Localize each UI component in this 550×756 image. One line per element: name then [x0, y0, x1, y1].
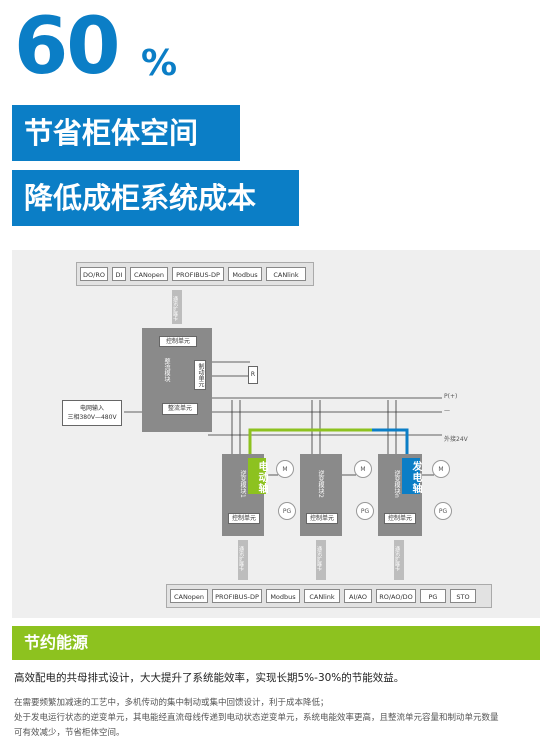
body-line-3: 可有效减少，节省柜体空间。: [14, 728, 125, 738]
rectifier-control-unit: 控制单元: [159, 336, 197, 347]
bottom-bus-ai-ao: AI/AO: [344, 589, 372, 603]
pg-2: PG: [356, 502, 374, 520]
rectifier-module-label: 整流模块: [163, 358, 170, 382]
energy-flow-blue: [372, 428, 409, 455]
inverter-module-2-label: 逆变模块2: [317, 470, 324, 498]
motor-axis-badge: 电动轴: [248, 458, 267, 494]
banner-save-space: 节省柜体空间: [12, 105, 240, 161]
motor-2: M: [354, 460, 372, 478]
brake-resistor: R: [248, 366, 258, 384]
bottom-bus-modbus: Modbus: [266, 589, 300, 603]
system-diagram: DO/RO DI CANopen PROFIBUS-DP Modbus CANl…: [12, 250, 540, 618]
inverter-module-n-label: 逆变模块n: [393, 470, 400, 498]
bottom-bus-ro-ao-do: RO/AO/DO: [376, 589, 416, 603]
bus-label-p: P(+): [444, 393, 458, 400]
bottom-comm-arrow-1: 通讯扩展卡: [238, 540, 248, 580]
inverter-module-1-label: 逆变模块1: [239, 470, 246, 498]
top-bus-modbus: Modbus: [228, 267, 262, 281]
inverter-n-control: 控制单元: [384, 513, 416, 524]
top-bus-do-ro: DO/RO: [80, 267, 108, 281]
power-input: 电网输入 三相380V—480V: [62, 400, 122, 426]
top-bus-di: DI: [112, 267, 126, 281]
pg-n: PG: [434, 502, 452, 520]
rectifier-unit: 整流单元: [162, 403, 198, 415]
brake-unit: 制动单元: [194, 360, 206, 390]
top-bus-canlink: CANlink: [266, 267, 306, 281]
section-header: 节约能源: [12, 626, 540, 660]
energy-flow-green: [248, 428, 372, 455]
motor-n: M: [432, 460, 450, 478]
headline-number: 60: [14, 2, 121, 92]
top-bus-profibus: PROFIBUS-DP: [172, 267, 224, 281]
section-title: 节约能源: [24, 633, 89, 652]
bottom-comm-arrow-n: 通讯扩展卡: [394, 540, 404, 580]
headline-unit: %: [141, 43, 178, 84]
inverter-1-control: 控制单元: [228, 513, 260, 524]
section-lead: 高效配电的共母排式设计，大大提升了系统能效率，实现长期5%-30%的节能效益。: [14, 672, 405, 684]
diagram-wiring: [124, 361, 442, 476]
bottom-bus-pg: PG: [420, 589, 446, 603]
top-comm-arrow: 通讯扩展卡: [172, 290, 182, 324]
inverter-2-control: 控制单元: [306, 513, 338, 524]
top-bus-canopen: CANopen: [130, 267, 168, 281]
bottom-comm-arrow-2: 通讯扩展卡: [316, 540, 326, 580]
bottom-bus-profibus: PROFIBUS-DP: [212, 589, 262, 603]
bus-label-n: —: [444, 407, 450, 414]
generator-axis-badge: 发电轴: [402, 458, 421, 494]
body-line-1: 在需要频繁加减速的工艺中，多机传动的集中制动或集中回馈设计，利于成本降低；: [14, 698, 329, 708]
section-body: 在需要频繁加减速的工艺中，多机传动的集中制动或集中回馈设计，利于成本降低； 处于…: [14, 696, 542, 741]
banner-reduce-cost: 降低成柜系统成本: [12, 170, 299, 226]
bottom-bus-canopen: CANopen: [170, 589, 208, 603]
bottom-bus-sto: STO: [450, 589, 476, 603]
bus-label-24v: 外接24V: [444, 436, 468, 443]
pg-1: PG: [278, 502, 296, 520]
body-line-2: 处于发电运行状态的逆变单元，其电能经直流母线传递到电动状态逆变单元，系统电能效率…: [14, 713, 499, 723]
bottom-bus-canlink: CANlink: [304, 589, 340, 603]
motor-1: M: [276, 460, 294, 478]
